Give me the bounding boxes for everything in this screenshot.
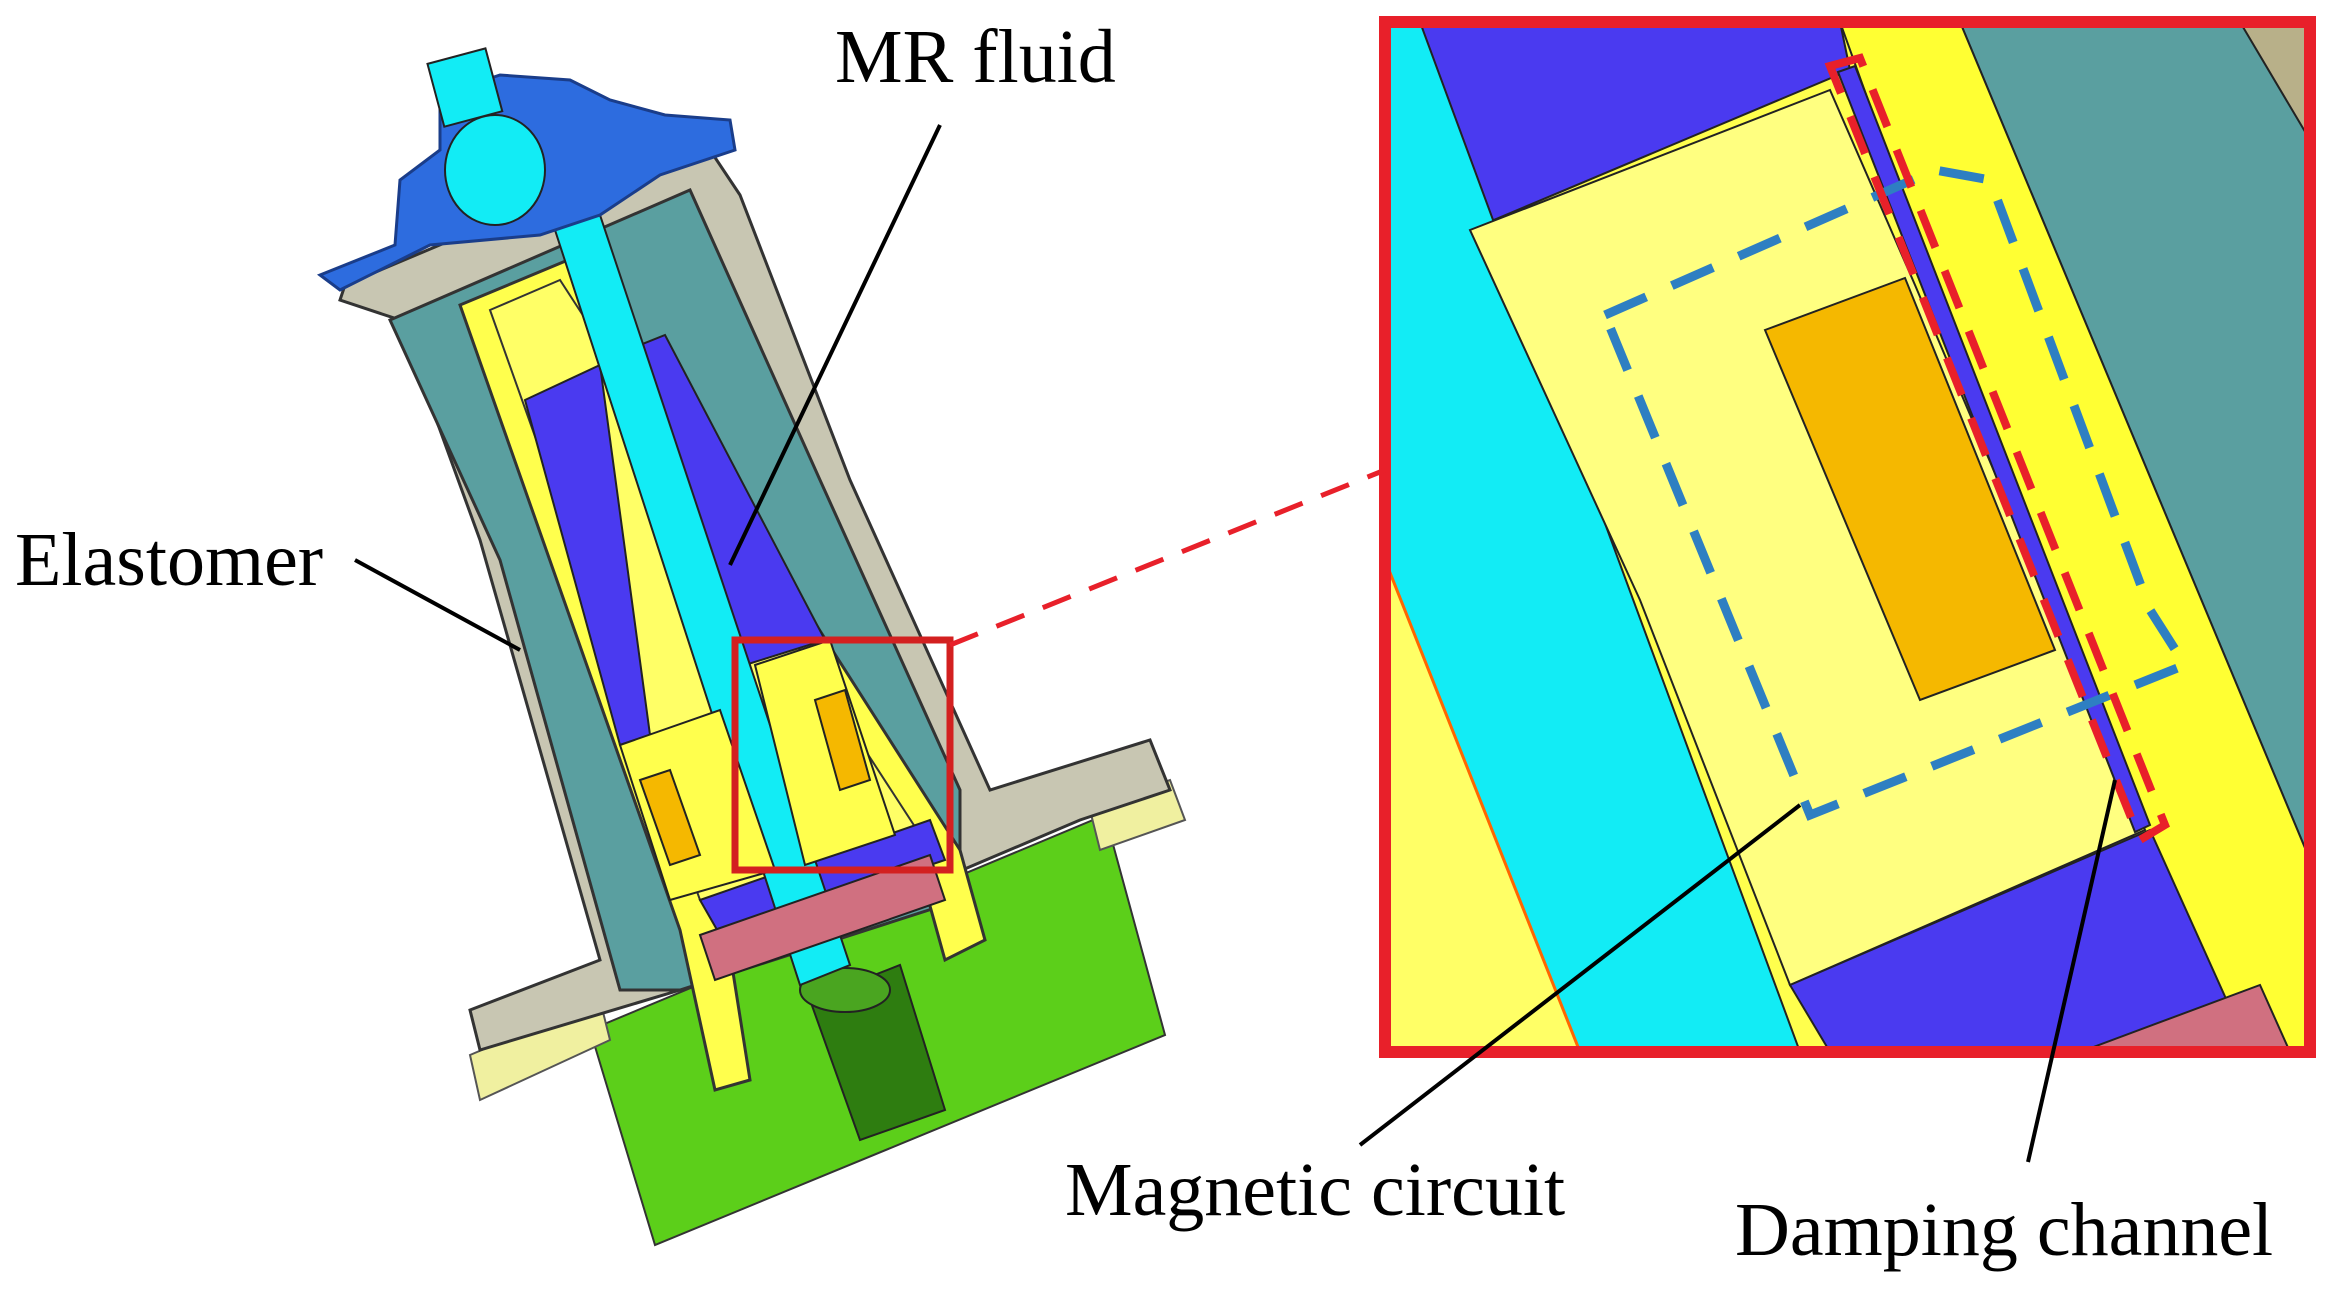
- top-cap-ball: [444, 114, 546, 226]
- zoom-coil: [1763, 276, 2057, 702]
- zoom-source-box: [731, 636, 954, 874]
- magnetic-circuit-loop: [1600, 165, 2192, 821]
- damping-channel-leader: [2026, 779, 2117, 1163]
- zoom-damping-channel: [1836, 64, 2152, 834]
- zoom-cyan-rod: [1385, 22, 1802, 1052]
- label-damping-channel: Damping channel: [1735, 1188, 2273, 1272]
- label-magnetic-circuit: Magnetic circuit: [1065, 1148, 1565, 1232]
- zoom-yellow-lower-left: [1385, 559, 1582, 1052]
- zoom-detail-content: [1385, 22, 2310, 1052]
- magnetic-circuit-leader: [1358, 803, 1802, 1147]
- zoom-tan-corner: [2238, 22, 2310, 142]
- label-mr-fluid: MR fluid: [835, 15, 1116, 99]
- elastomer-leader: [354, 558, 521, 652]
- coil-left: [638, 768, 702, 867]
- lower-pink-element: [698, 853, 947, 982]
- zoom-detail-panel: [1379, 16, 2316, 1058]
- piston-head-right: [753, 638, 897, 867]
- zoom-mr-fluid-bottom: [1788, 828, 2252, 1052]
- damping-channel-outline: [1824, 53, 2170, 846]
- top-stud: [426, 47, 504, 128]
- coil-right: [813, 688, 872, 792]
- label-elastomer: Elastomer: [15, 518, 323, 602]
- zoom-pink-element: [2079, 983, 2292, 1052]
- zoom-connector-line: [949, 467, 1386, 648]
- zoom-panel-border: [1379, 16, 2316, 1058]
- mr-fluid-leader: [728, 124, 942, 566]
- mount-cross-section: [316, 47, 1187, 1247]
